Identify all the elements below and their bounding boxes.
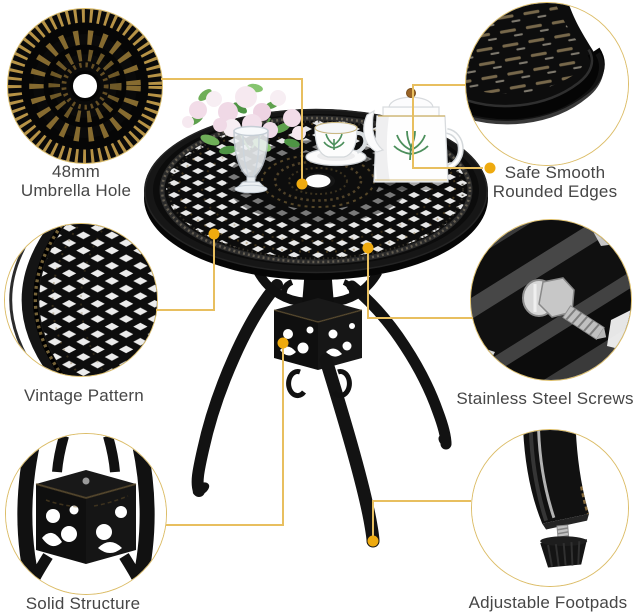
stainless-screws-label: Stainless Steel Screws [445, 389, 640, 408]
rounded-edges-closeup-photo [465, 2, 629, 166]
pedestal-structure-closeup-photo [5, 433, 167, 595]
screw-art [471, 220, 631, 380]
cup-leaf-motif [323, 133, 345, 150]
table-edge-art [466, 3, 628, 165]
adjustable-footpads-label: Adjustable Footpads [448, 593, 640, 612]
teacup-and-saucer [303, 121, 369, 167]
rounded-edges-label: Safe Smooth Rounded Edges [462, 163, 640, 201]
footpad-art [472, 430, 628, 586]
footpad-closeup-photo [471, 429, 629, 587]
rounded-edges-label-line2: Rounded Edges [492, 182, 618, 201]
vintage-pattern-label: Vintage Pattern [0, 386, 194, 405]
umbrella-hole-label-line2: Umbrella Hole [20, 181, 132, 200]
coffee-pot [363, 88, 464, 191]
pedestal-art [6, 434, 166, 594]
stainless-screws-label-line1: Stainless Steel Screws [456, 389, 634, 408]
pot-lid-knob [406, 88, 416, 98]
solid-structure-label: Solid Structure [0, 594, 193, 613]
umbrella-hole-label: 48mm Umbrella Hole [0, 162, 186, 200]
stainless-screw-closeup-photo [470, 219, 632, 381]
umbrella-hole-closeup-photo [7, 8, 163, 164]
table-pedestal-and-legs [191, 268, 452, 548]
knurled-knob [540, 536, 588, 568]
vintage-pattern-label-line1: Vintage Pattern [24, 386, 144, 405]
pot-spout [363, 109, 385, 153]
solid-structure-label-line1: Solid Structure [25, 594, 141, 613]
adjustable-footpads-label-line1: Adjustable Footpads [468, 593, 628, 612]
medallion-art [8, 9, 162, 163]
bolt [522, 277, 607, 340]
umbrella-hole-label-line1: 48mm [51, 162, 101, 181]
vintage-pattern-closeup-photo [4, 223, 158, 377]
lattice-art [5, 224, 157, 376]
rounded-edges-label-line1: Safe Smooth [504, 163, 606, 182]
umbrella-hole [305, 174, 331, 188]
